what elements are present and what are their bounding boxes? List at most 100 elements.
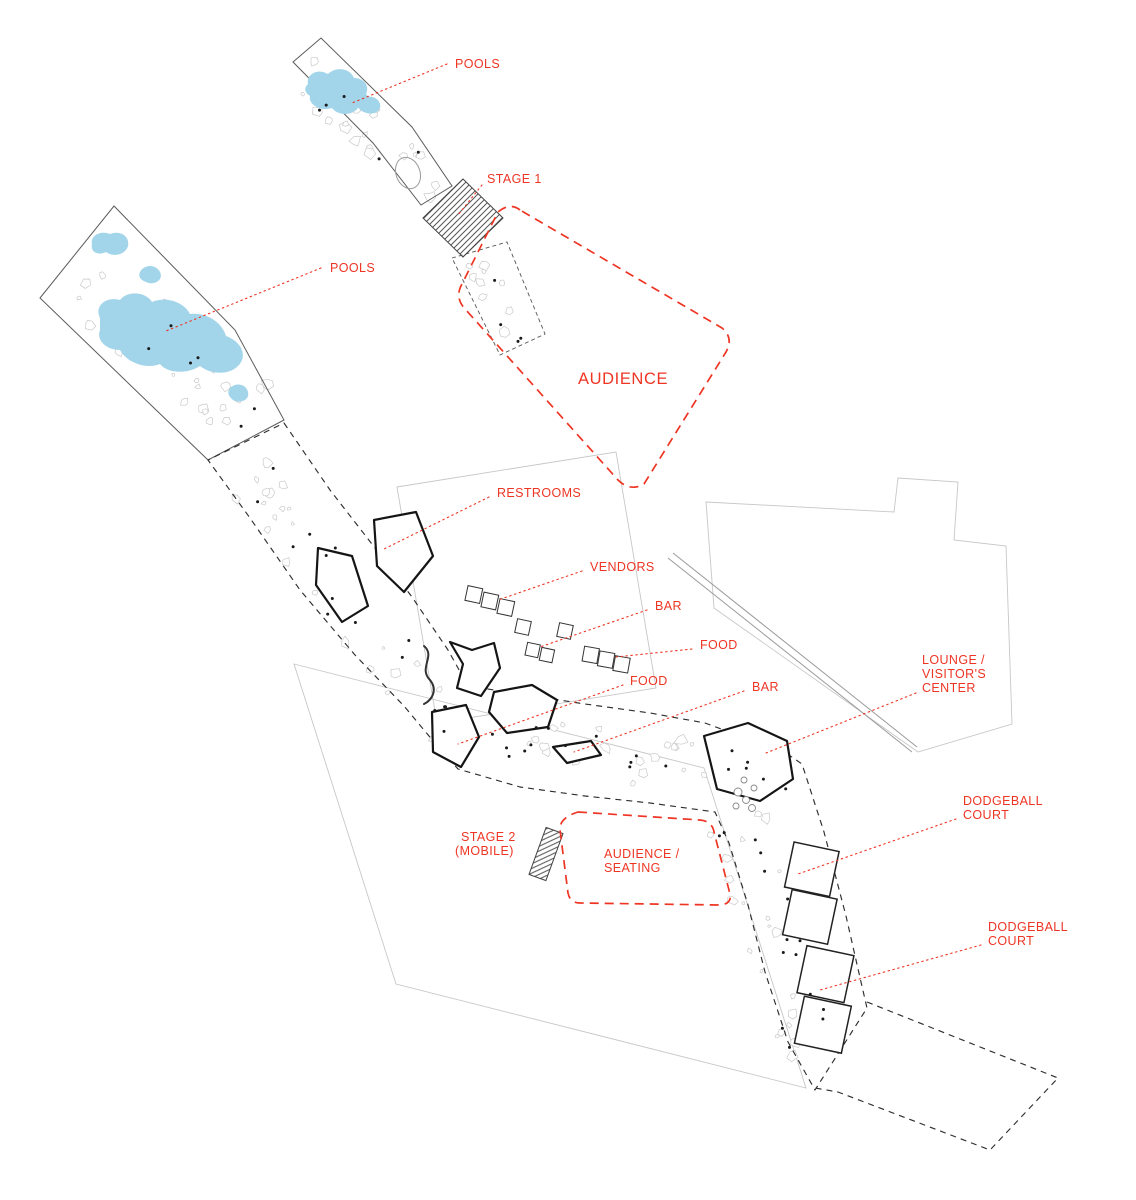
rock-shape xyxy=(171,373,175,377)
rock-shape xyxy=(342,120,350,127)
dot-marker xyxy=(169,324,173,328)
dot-marker xyxy=(444,705,447,709)
leader-vendors xyxy=(497,570,583,601)
labels: POOLS STAGE 1 AUDIENCE POOLS RESTROOMS V… xyxy=(330,57,1068,948)
rock-shape xyxy=(498,325,511,338)
terrain-strips xyxy=(39,37,546,461)
dot-marker xyxy=(529,743,533,747)
rock-shape xyxy=(263,526,271,534)
terrain-strip-top-outline xyxy=(292,37,453,206)
rock-shape xyxy=(786,1050,799,1063)
rock-shape xyxy=(505,306,514,316)
rock-shape xyxy=(363,147,377,160)
rock-shape xyxy=(325,116,333,125)
rock-shape xyxy=(771,926,783,938)
rock-shape xyxy=(300,91,305,97)
rock-shape xyxy=(348,135,361,147)
rock-shape xyxy=(478,260,491,272)
dot-marker xyxy=(798,939,802,943)
dot-marker xyxy=(318,108,321,112)
pool-top-small xyxy=(357,96,381,114)
rock-shape xyxy=(278,480,289,490)
rock-shape xyxy=(76,295,83,301)
dot-marker xyxy=(333,546,337,550)
rock-shape xyxy=(180,397,189,406)
label-food-1: FOOD xyxy=(700,638,738,652)
parcel-east-outline xyxy=(705,477,1013,753)
dot-marker xyxy=(546,726,550,730)
rock-shape xyxy=(759,968,764,974)
rock-shape xyxy=(663,741,672,749)
rock-shape xyxy=(282,557,290,567)
rock-shape xyxy=(290,521,295,526)
dot-marker xyxy=(490,732,494,736)
dot-marker xyxy=(189,361,192,365)
dodgeball-courts xyxy=(781,841,855,1055)
dot-marker xyxy=(753,838,757,842)
stalls xyxy=(464,585,631,674)
leader-food-1 xyxy=(615,648,693,658)
dot-marker xyxy=(564,744,567,748)
rock-shape xyxy=(368,110,378,119)
dot-marker xyxy=(342,95,346,98)
rock-shape xyxy=(530,735,540,744)
rock-shape xyxy=(278,505,286,513)
rock-shape xyxy=(413,660,422,667)
rock-shape xyxy=(272,514,278,521)
label-dodgeball2-line2: COURT xyxy=(988,934,1034,948)
rock-shape xyxy=(409,142,415,150)
background-parcels xyxy=(293,451,1013,1089)
audience-seating-outline xyxy=(559,811,732,906)
rock-shape xyxy=(469,273,477,283)
rock-shape xyxy=(689,741,694,747)
pool-left-small-2 xyxy=(139,266,161,284)
rock-shape xyxy=(220,381,232,392)
rock-shape xyxy=(753,810,762,818)
dot-marker xyxy=(239,424,243,428)
rock-shape xyxy=(365,664,375,674)
label-pools-left: POOLS xyxy=(330,261,375,275)
label-seating-line2: SEATING xyxy=(604,861,661,875)
dot-marker xyxy=(759,851,763,855)
dots-layer xyxy=(147,95,825,1049)
rock-shape xyxy=(260,500,267,506)
dot-marker xyxy=(416,150,420,154)
rock-shape xyxy=(777,1028,786,1037)
dot-marker xyxy=(727,767,730,771)
dot-marker xyxy=(196,356,200,360)
leader-lounge xyxy=(765,692,917,754)
dot-marker xyxy=(594,734,598,738)
rock-shape xyxy=(720,853,734,863)
label-dodgeball2-line1: DODGEBALL xyxy=(988,920,1068,934)
rock-shape xyxy=(538,742,551,752)
label-pools-top: POOLS xyxy=(455,57,500,71)
audience-area-outline xyxy=(457,205,731,489)
rock-shape xyxy=(79,278,91,289)
dot-marker xyxy=(353,621,357,624)
rock-shape xyxy=(205,416,214,426)
audience-zones xyxy=(457,205,732,906)
pools xyxy=(91,69,381,402)
rock-shape xyxy=(746,947,753,955)
rock-shape xyxy=(219,404,227,412)
label-food-2: FOOD xyxy=(630,674,668,688)
dot-marker xyxy=(324,103,328,107)
rock-shape xyxy=(398,152,409,161)
pool-left-small-3 xyxy=(228,384,249,402)
label-dodgeball1-line2: COURT xyxy=(963,808,1009,822)
dot-marker xyxy=(664,764,668,768)
label-stage2-line1: STAGE 2 xyxy=(461,830,516,844)
dot-marker xyxy=(761,777,765,781)
rock-shape xyxy=(310,56,319,67)
dot-marker xyxy=(746,760,750,764)
leader-food-2 xyxy=(457,684,624,745)
bar-stall-1 xyxy=(514,618,532,636)
label-restrooms: RESTROOMS xyxy=(497,486,581,500)
dot-marker xyxy=(499,323,503,327)
rock-shape xyxy=(477,293,488,301)
leader-stage1 xyxy=(457,184,483,216)
dot-marker xyxy=(780,1026,784,1030)
dot-marker xyxy=(271,466,275,470)
rock-shape xyxy=(194,383,201,390)
